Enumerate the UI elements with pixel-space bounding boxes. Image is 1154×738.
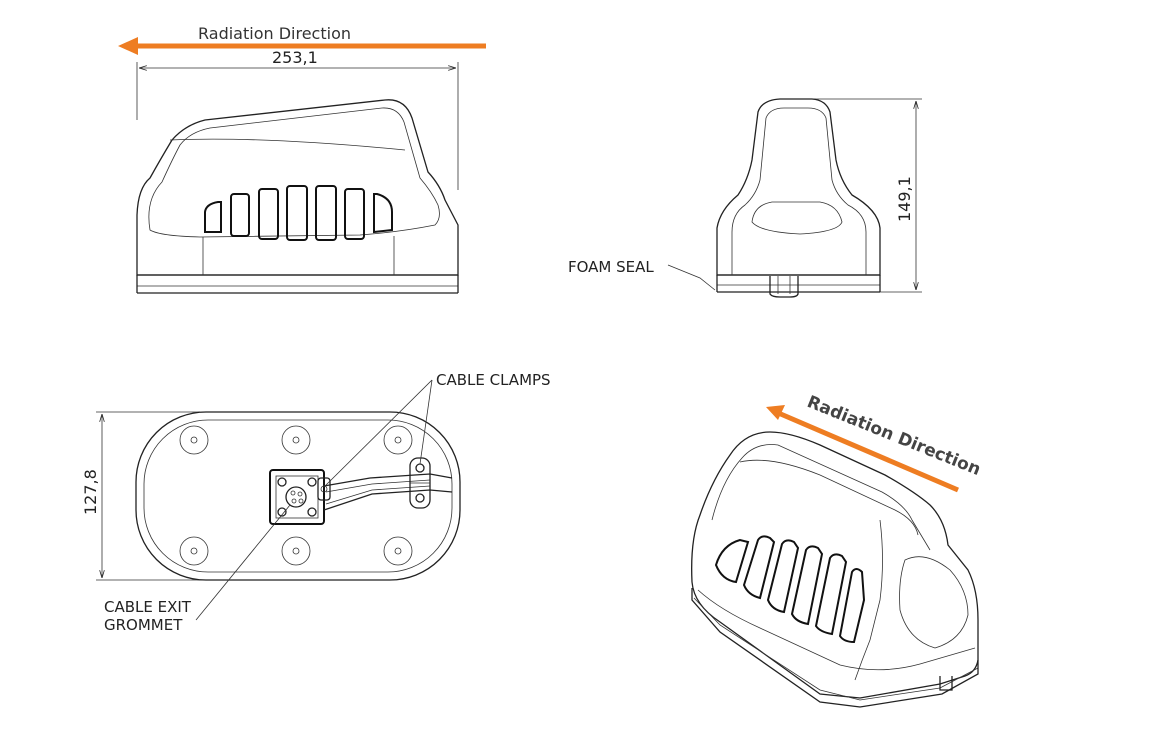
mounting-foot-center xyxy=(292,436,300,444)
vent-slot xyxy=(204,201,222,233)
orange-arrowhead-iso xyxy=(766,405,785,420)
cable-exit-label-line1: CABLE EXIT xyxy=(104,598,192,616)
cable-clamp-screw xyxy=(415,463,425,473)
grommet-hole xyxy=(298,498,304,504)
cable-channel-bottom xyxy=(323,489,453,511)
cable-channel-top xyxy=(323,473,453,487)
side-body-inner xyxy=(731,107,867,233)
mounting-foot-center xyxy=(394,436,402,444)
iso-body-lower xyxy=(697,589,976,671)
iso-vent-slot xyxy=(838,568,866,644)
front-vent-slots xyxy=(204,185,393,241)
cable-clamp xyxy=(317,477,331,501)
cable-clamps-leader xyxy=(419,379,433,465)
mounting-foot xyxy=(383,536,413,566)
mounting-foot xyxy=(281,425,311,455)
mounting-foot xyxy=(179,425,209,455)
bottom-view: 127,8 xyxy=(81,371,551,634)
side-grommet xyxy=(769,276,799,298)
cable-exit-grommet xyxy=(285,486,307,508)
connector-screw xyxy=(277,477,287,487)
connector-screw xyxy=(277,507,287,517)
vent-slot xyxy=(258,188,279,240)
front-view: 253,1 xyxy=(136,48,459,294)
connector-screw xyxy=(307,507,317,517)
mounting-foot-center xyxy=(394,547,402,555)
mounting-foot-center xyxy=(190,547,198,555)
foam-seal-leader xyxy=(667,264,716,291)
isometric-view: Radiation Direction xyxy=(691,392,983,708)
cable-exit-leader xyxy=(195,504,291,621)
mounting-foot xyxy=(179,536,209,566)
iso-grommet xyxy=(939,676,953,691)
orange-arrow-line-iso xyxy=(775,409,959,493)
mounting-feet xyxy=(179,425,413,566)
side-body-outline xyxy=(716,98,881,276)
front-body-inner xyxy=(148,107,440,238)
iso-vent-slot xyxy=(814,553,848,636)
iso-body-outline xyxy=(691,431,979,699)
front-body-ridge xyxy=(169,138,406,151)
side-body-face xyxy=(751,201,843,235)
side-view: 149,1 FOAM SEAL xyxy=(568,98,922,298)
iso-base-line xyxy=(693,597,979,701)
mounting-foot xyxy=(281,536,311,566)
connector-plate-inner xyxy=(275,475,319,519)
iso-body-face xyxy=(899,556,969,649)
radiation-direction-label: Radiation Direction xyxy=(198,24,351,43)
iso-vent-slot xyxy=(742,535,776,600)
iso-body-top-ridge xyxy=(711,444,931,551)
cable-clamps-label: CABLE CLAMPS xyxy=(436,371,551,389)
width-dimension-value: 253,1 xyxy=(272,48,318,67)
grommet-hole xyxy=(291,498,297,504)
connector-screw xyxy=(307,477,317,487)
iso-vent-slot xyxy=(714,538,750,584)
iso-vent-slots xyxy=(714,535,866,644)
vent-slot xyxy=(344,188,365,240)
connector-plate xyxy=(269,469,325,525)
vent-slot xyxy=(230,193,250,237)
bottom-base-inner xyxy=(143,419,453,573)
vent-slot xyxy=(286,185,308,241)
cable-line xyxy=(325,485,431,505)
mounting-foot xyxy=(383,425,413,455)
cable-line xyxy=(325,479,431,493)
vent-slot xyxy=(315,185,337,241)
grommet-hole xyxy=(297,491,303,497)
cable-clamp-screw xyxy=(320,485,328,493)
front-body-outline xyxy=(136,99,459,276)
iso-vent-slot xyxy=(790,545,824,626)
vent-slot xyxy=(373,193,393,234)
grommet-hole xyxy=(290,490,296,496)
depth-dimension-value: 127,8 xyxy=(81,469,100,515)
radiation-direction-arrow-top: Radiation Direction xyxy=(118,24,486,55)
iso-vent-slot xyxy=(766,539,800,614)
cable-exit-label-line2: GROMMET xyxy=(104,616,183,634)
mounting-foot-center xyxy=(190,436,198,444)
iso-body-top-inner xyxy=(739,459,919,536)
iso-base-outline xyxy=(691,588,979,708)
bottom-base-outline xyxy=(135,411,461,581)
mounting-foot-center xyxy=(292,547,300,555)
iso-body-side xyxy=(854,519,883,681)
orange-arrowhead xyxy=(118,37,138,55)
foam-seal-label: FOAM SEAL xyxy=(568,258,654,276)
height-dimension-value: 149,1 xyxy=(895,176,914,222)
cable-clamps-leader xyxy=(324,379,433,487)
cable-clamp-screw xyxy=(415,493,425,503)
